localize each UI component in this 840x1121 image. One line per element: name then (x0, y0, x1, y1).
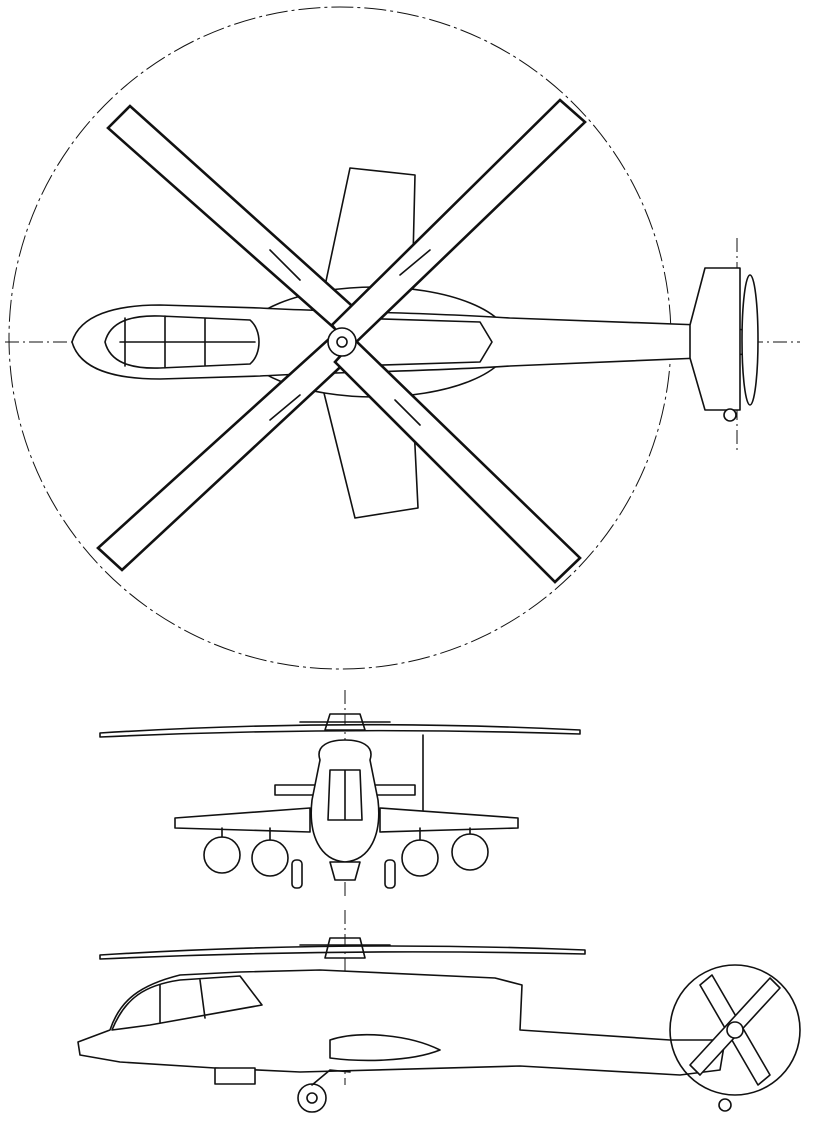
rotor-hub (327, 327, 357, 357)
side-rotor-head (299, 937, 391, 959)
weapon-pod (203, 836, 241, 874)
front-wing-left (174, 807, 311, 833)
front-landing-gear (384, 859, 396, 889)
tail-wheel (723, 408, 737, 422)
front-view (99, 690, 581, 900)
side-view (77, 910, 801, 1113)
front-rotor-blades (99, 723, 581, 738)
weapon-pod (251, 839, 289, 877)
front-nose-turret (329, 861, 361, 881)
landing-gear-strut (311, 1069, 351, 1086)
weapon-pod (451, 833, 489, 871)
side-fuselage (77, 969, 726, 1076)
front-rotor-head (299, 713, 391, 731)
side-rotor-blades (99, 945, 586, 960)
tail-rotor-hub (726, 1021, 744, 1039)
side-canopy (111, 975, 263, 1031)
main-wheel (297, 1083, 327, 1113)
canopy (104, 315, 260, 369)
tail-fin (689, 267, 741, 411)
main-rotor-blades (96, 98, 587, 584)
side-wing (329, 1034, 441, 1062)
side-sensor-pod (214, 1067, 256, 1085)
pylons (221, 827, 471, 841)
front-canopy (327, 769, 363, 821)
front-wing-right (379, 807, 519, 833)
tail-rotor-top (741, 274, 759, 406)
rotor-hub-center (336, 336, 348, 348)
blade-cuffs (269, 249, 431, 426)
front-landing-gear (291, 859, 303, 889)
tail-wheel-side (718, 1098, 732, 1112)
main-wheel-hub (306, 1092, 318, 1104)
weapon-pod (401, 839, 439, 877)
engine-fairing (349, 317, 493, 367)
top-view (5, 6, 800, 670)
tail-rotor-disc (669, 964, 801, 1096)
